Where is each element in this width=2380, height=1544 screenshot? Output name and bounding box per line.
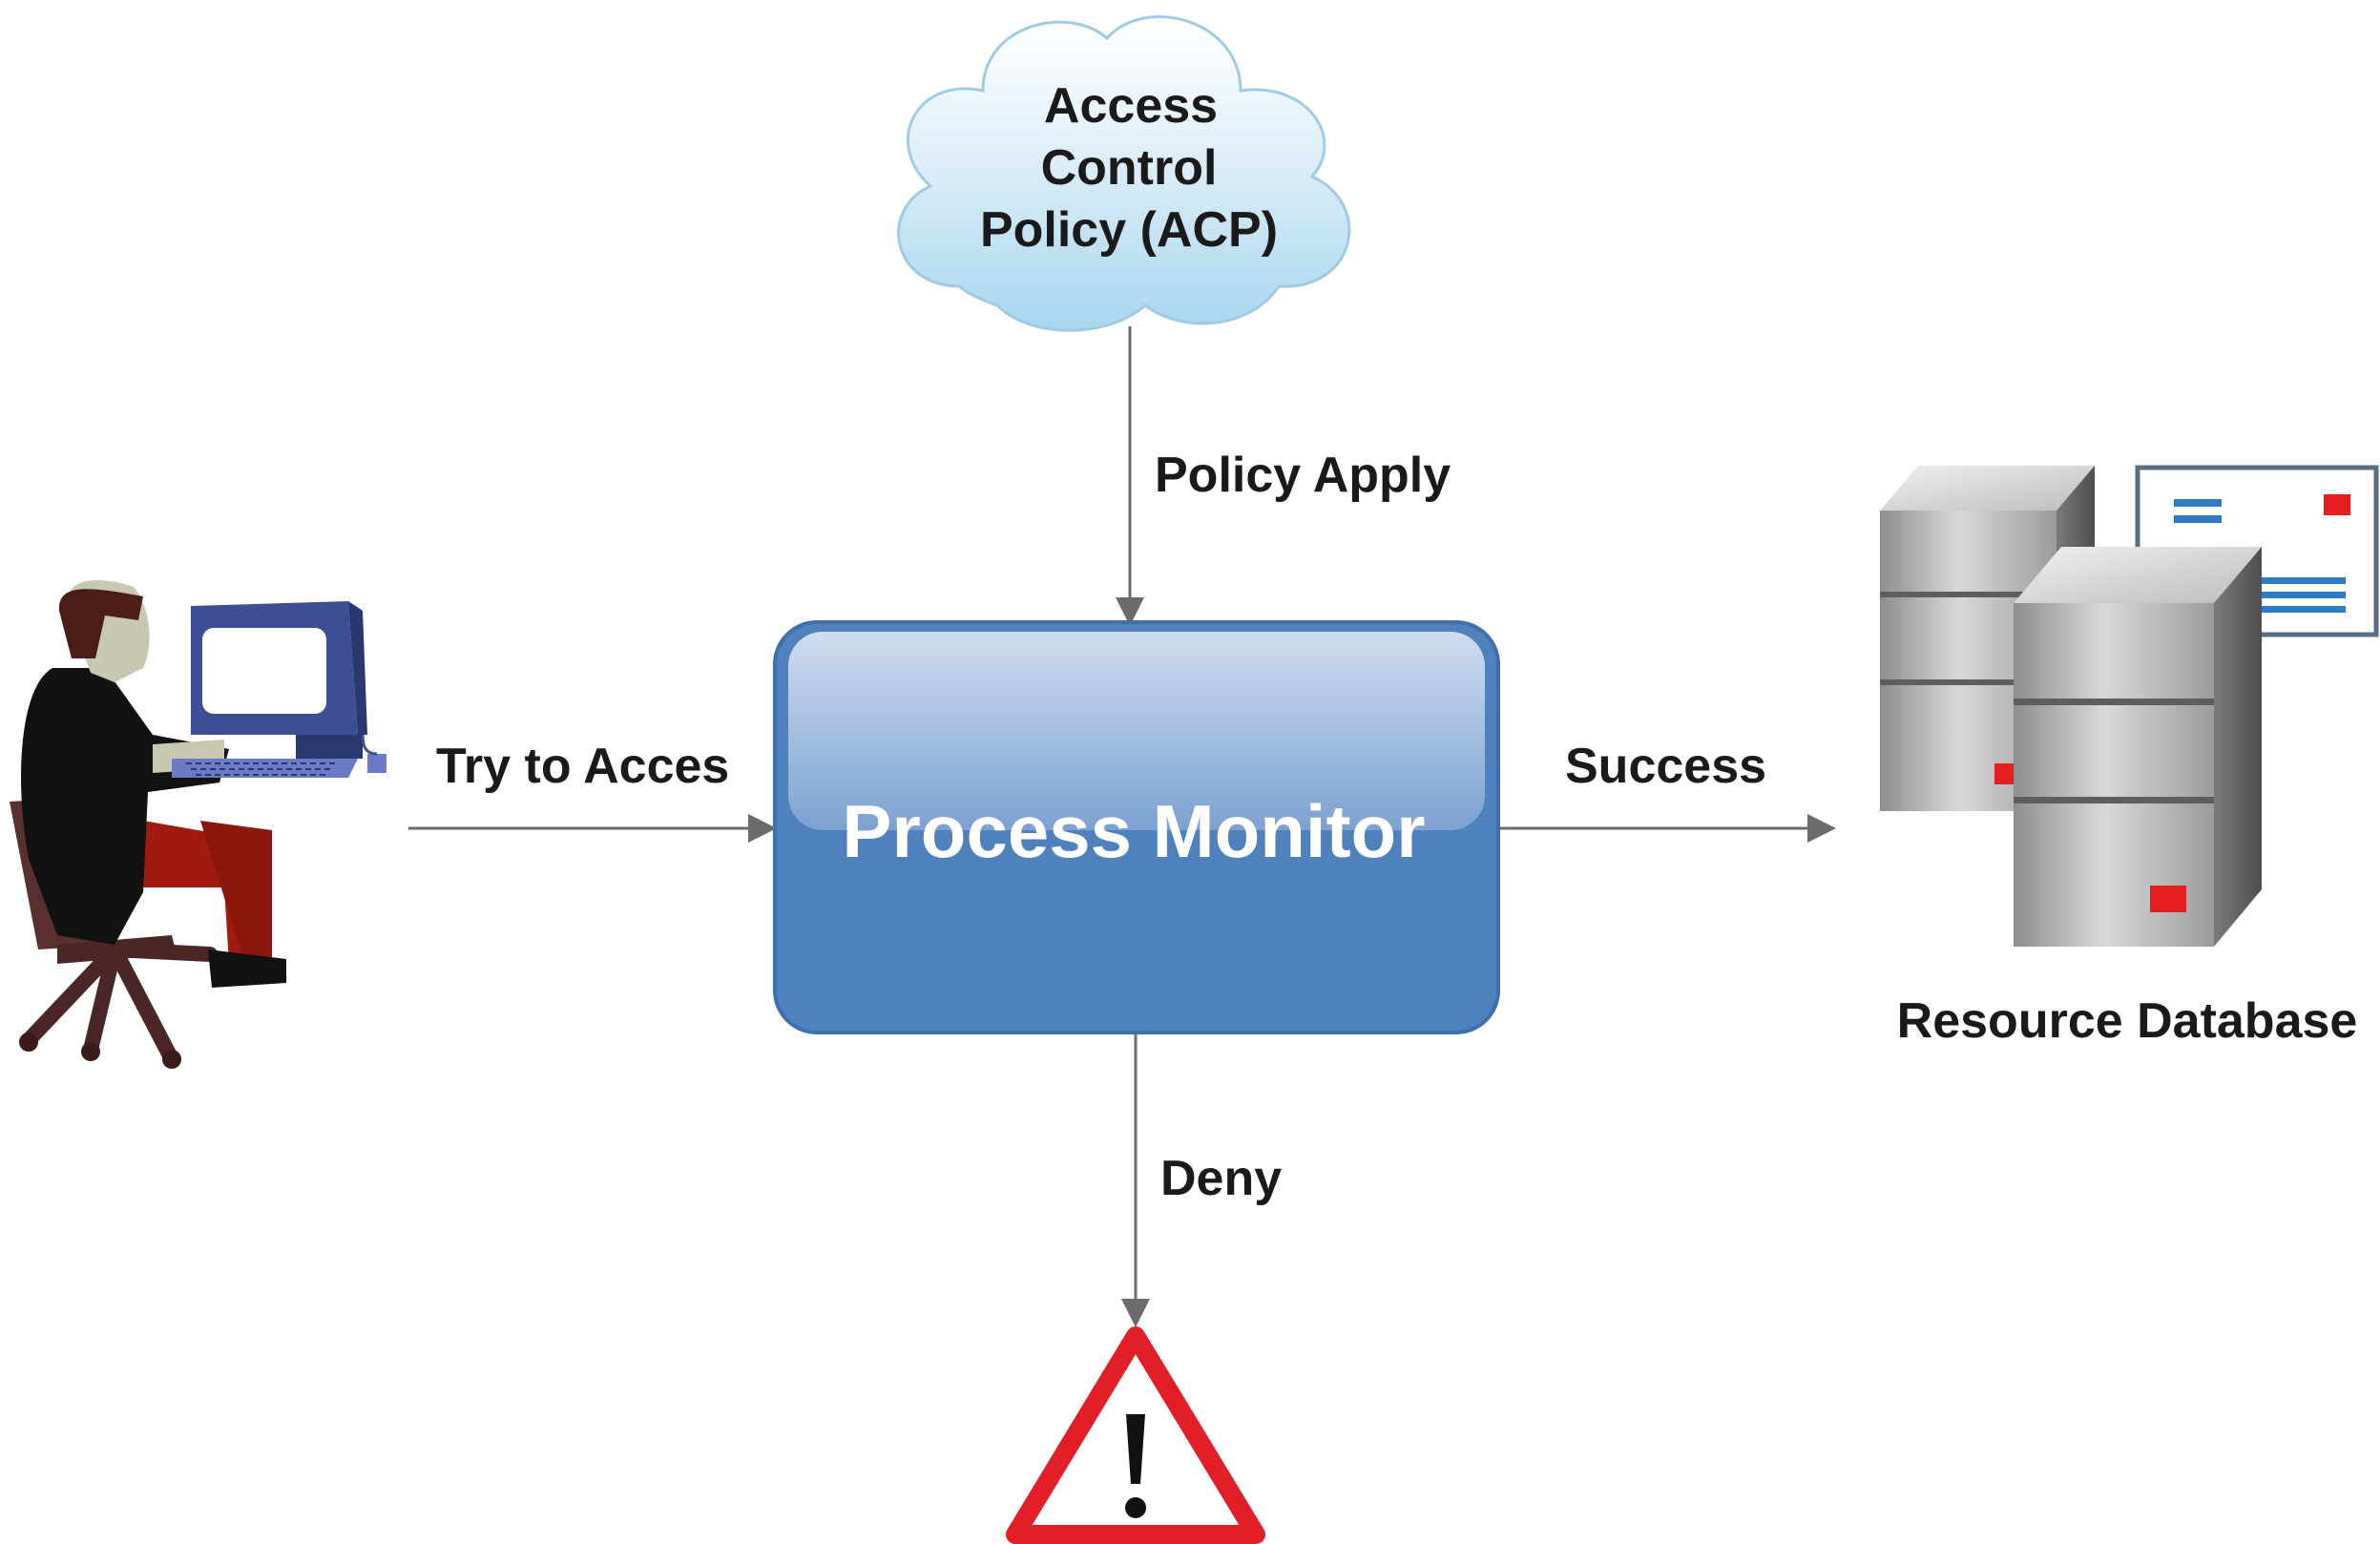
- process-monitor-label: Process Monitor: [842, 789, 1425, 873]
- policy-apply-label: Policy Apply: [1155, 448, 1451, 503]
- cloud-icon: [897, 15, 1351, 332]
- warning-triangle-icon: [1006, 1326, 1265, 1544]
- process-monitor-box: Process Monitor: [773, 620, 1500, 1034]
- server-database-icon: [1880, 465, 2379, 947]
- cloud-label-line3: Policy (ACP): [980, 202, 1278, 258]
- deny-label: Deny: [1160, 1151, 1282, 1206]
- user-at-computer-icon: [10, 579, 386, 1069]
- cloud-label-line1: Access: [1044, 78, 1218, 134]
- success-label: Success: [1565, 739, 1766, 794]
- try-access-label: Try to Acces: [436, 739, 729, 794]
- cloud-label-line2: Control: [1041, 140, 1218, 196]
- resource-database-label: Resource Database: [1897, 993, 2358, 1049]
- acp-cloud: Access Control Policy (ACP): [897, 15, 1351, 332]
